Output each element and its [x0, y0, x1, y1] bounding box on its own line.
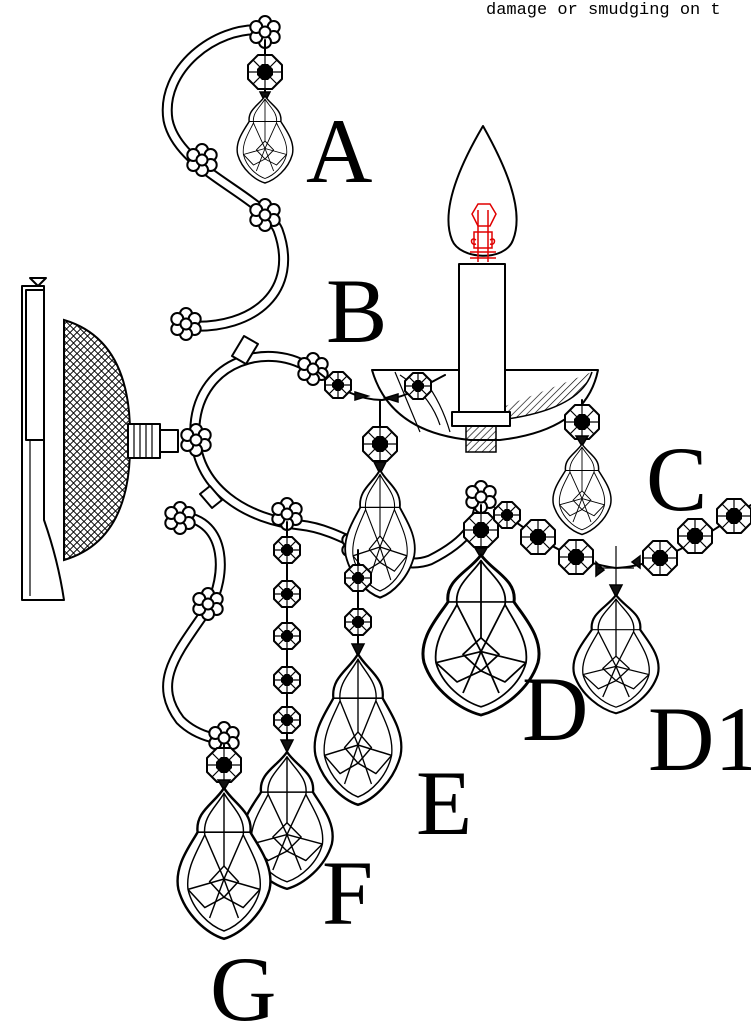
chain-c — [552, 399, 612, 536]
label-f: F — [322, 842, 373, 944]
chain-d — [421, 504, 541, 717]
swag-chain-b — [317, 371, 446, 404]
bulb-filament — [470, 203, 497, 262]
chain-e — [313, 549, 403, 807]
label-b: B — [326, 260, 387, 362]
chain-g — [176, 744, 272, 941]
upper-s-arm — [161, 24, 289, 332]
chain-a — [236, 39, 294, 184]
label-g: G — [210, 938, 276, 1024]
lower-s-arm — [162, 510, 234, 746]
top-note-text: damage or smudging on t — [486, 1, 721, 20]
wall-mount — [21, 277, 179, 601]
label-d1: D1 — [648, 688, 751, 790]
chain-f — [240, 521, 334, 891]
label-a: A — [306, 100, 372, 202]
label-c: C — [646, 428, 707, 530]
label-e: E — [416, 752, 472, 854]
chain-b-drop — [344, 399, 416, 599]
label-d: D — [522, 658, 588, 760]
swag-chain-d1 — [493, 498, 751, 715]
candle-bulb — [447, 125, 518, 262]
candle-sleeve — [458, 263, 506, 413]
